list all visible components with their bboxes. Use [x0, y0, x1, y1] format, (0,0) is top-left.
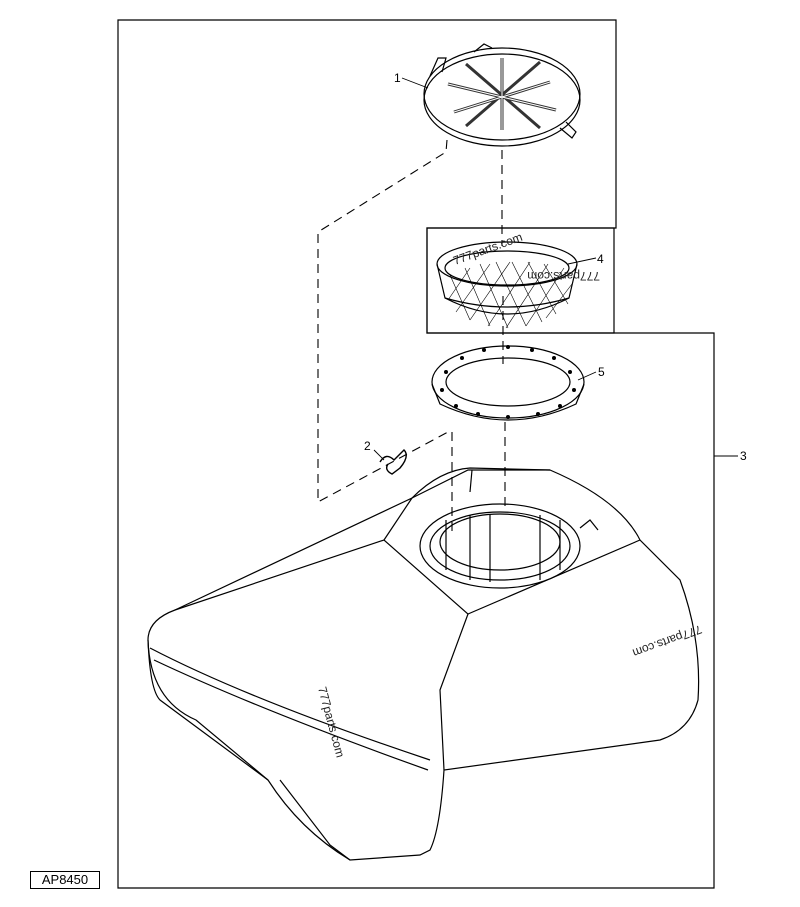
watermark-strainer-mirrored: 777parts.com — [527, 269, 600, 283]
figure-reference-label: AP8450 — [30, 871, 100, 889]
gasket-part — [431, 345, 585, 421]
strainer-box — [426, 227, 615, 334]
strainer-part — [436, 241, 578, 329]
assembly-lines — [317, 139, 506, 532]
callout-4: 4 — [597, 252, 604, 266]
leader-lines — [373, 77, 738, 461]
tank-part — [147, 467, 700, 861]
callout-3: 3 — [740, 449, 747, 463]
callout-2: 2 — [364, 439, 371, 453]
callout-1: 1 — [394, 71, 401, 85]
clip-part — [379, 449, 407, 475]
lid-part — [423, 43, 581, 147]
callout-5: 5 — [598, 365, 605, 379]
